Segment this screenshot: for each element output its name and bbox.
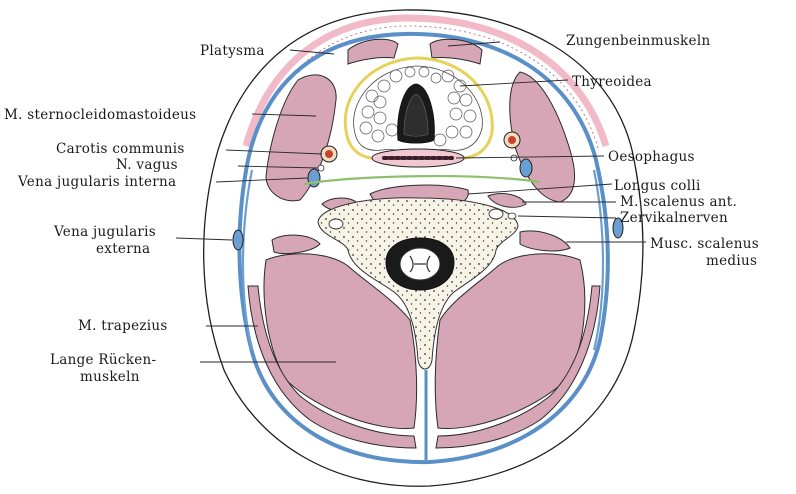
label-jugularis-interna: Vena jugularis interna	[17, 174, 176, 190]
zervikalnerv-right	[489, 209, 503, 219]
label-ruecken-1: Lange Rücken-	[50, 352, 156, 368]
label-scalenus-ant: M. scalenus ant.	[620, 194, 737, 210]
label-scalenus-medius-1: Musc. scalenus	[650, 236, 759, 252]
label-platysma: Platysma	[200, 43, 265, 59]
label-ruecken-2: muskeln	[80, 369, 140, 385]
carotis-lumen-right	[508, 136, 516, 144]
zervikalnerv-left	[329, 219, 343, 229]
label-longus-colli: Longus colli	[614, 178, 701, 194]
label-jugularis-externa-1: Vena jugularis	[53, 224, 156, 240]
label-vagus: N. vagus	[116, 157, 178, 173]
label-scalenus-medius-2: medius	[706, 253, 757, 269]
jugularis-externa-left	[233, 230, 243, 250]
vagus-left	[318, 165, 324, 171]
label-zungenbeinmuskeln: Zungenbeinmuskeln	[566, 33, 710, 49]
vagus-right	[511, 155, 517, 161]
zervikalnerv-right-2	[508, 213, 516, 219]
label-zervikalnerven: Zervikalnerven	[620, 210, 728, 226]
carotis-lumen-left	[325, 150, 333, 158]
jugularis-interna-left	[308, 169, 320, 187]
label-thyreoidea: Thyreoidea	[572, 74, 652, 90]
label-trapezius: M. trapezius	[78, 318, 168, 334]
label-carotis-communis: Carotis communis	[56, 141, 185, 157]
label-sternocleidomastoideus: M. sternocleidomastoideus	[4, 107, 196, 123]
jugularis-interna-right	[520, 159, 532, 177]
label-jugularis-externa-2: externa	[96, 241, 150, 257]
label-oesophagus: Oesophagus	[608, 149, 695, 165]
